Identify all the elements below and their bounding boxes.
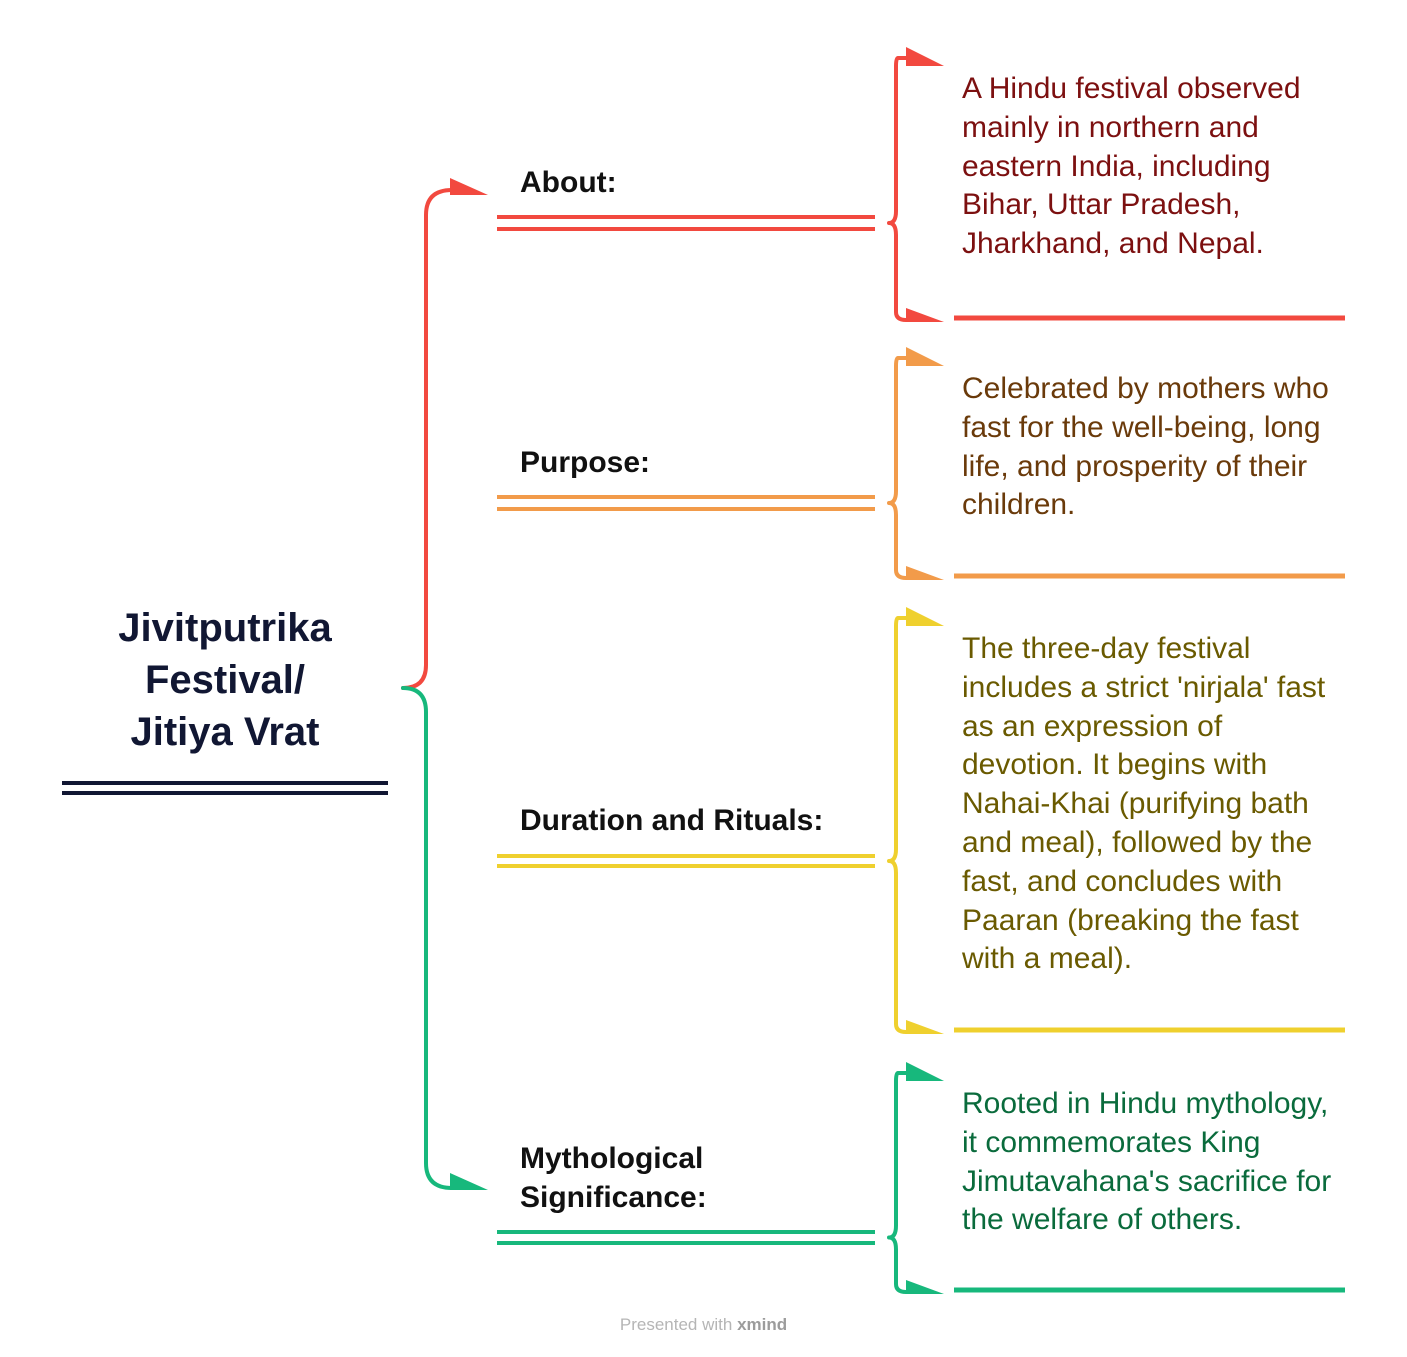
footer-credit: Presented with xmind <box>0 1315 1407 1335</box>
brace-arrow-top-mythological <box>906 1062 944 1081</box>
central-topic[interactable]: Jivitputrika Festival/ Jitiya Vrat <box>60 602 390 758</box>
footer-prefix: Presented with <box>619 1315 733 1334</box>
topic-about[interactable]: About: <box>520 166 617 199</box>
brace-arrow-top-purpose <box>906 347 944 366</box>
topic-purpose[interactable]: Purpose: <box>520 446 651 479</box>
topic-duration-and-rituals[interactable]: Duration and Rituals: <box>520 804 824 837</box>
brace-arrow-top-duration <box>906 607 944 626</box>
arrow-head-mythological <box>450 1173 488 1190</box>
brace-about <box>887 56 908 322</box>
detail-mythological-significance[interactable]: Rooted in Hindu mythology, it commemorat… <box>962 1087 1332 1237</box>
central-topic-line-1: Jivitputrika <box>118 606 332 650</box>
brace-arrow-bottom-about <box>906 308 944 322</box>
detail-duration-and-rituals[interactable]: The three-day festival includes a strict… <box>962 632 1326 976</box>
xmind-logo: xmind <box>737 1315 788 1334</box>
central-topic-line-3: Jitiya Vrat <box>130 710 320 754</box>
brace-arrow-bottom-duration <box>906 1020 944 1034</box>
bracket-lower <box>401 686 470 1190</box>
detail-about[interactable]: A Hindu festival observed mainly in nort… <box>962 72 1301 261</box>
brace-arrow-bottom-mythological <box>906 1280 944 1294</box>
arrow-head-about <box>450 178 488 195</box>
brace-arrow-top-about <box>906 47 944 66</box>
central-topic-line-2: Festival/ <box>144 658 306 702</box>
detail-purpose[interactable]: Celebrated by mothers who fast for the w… <box>962 372 1329 522</box>
brace-arrow-bottom-purpose <box>906 566 944 580</box>
brace-duration <box>887 616 908 1034</box>
brace-purpose <box>887 356 908 580</box>
bracket-upper <box>401 188 470 690</box>
brace-mythological <box>887 1071 908 1294</box>
topic-mythological-significance[interactable]: Mythological Significance: <box>520 1142 707 1214</box>
